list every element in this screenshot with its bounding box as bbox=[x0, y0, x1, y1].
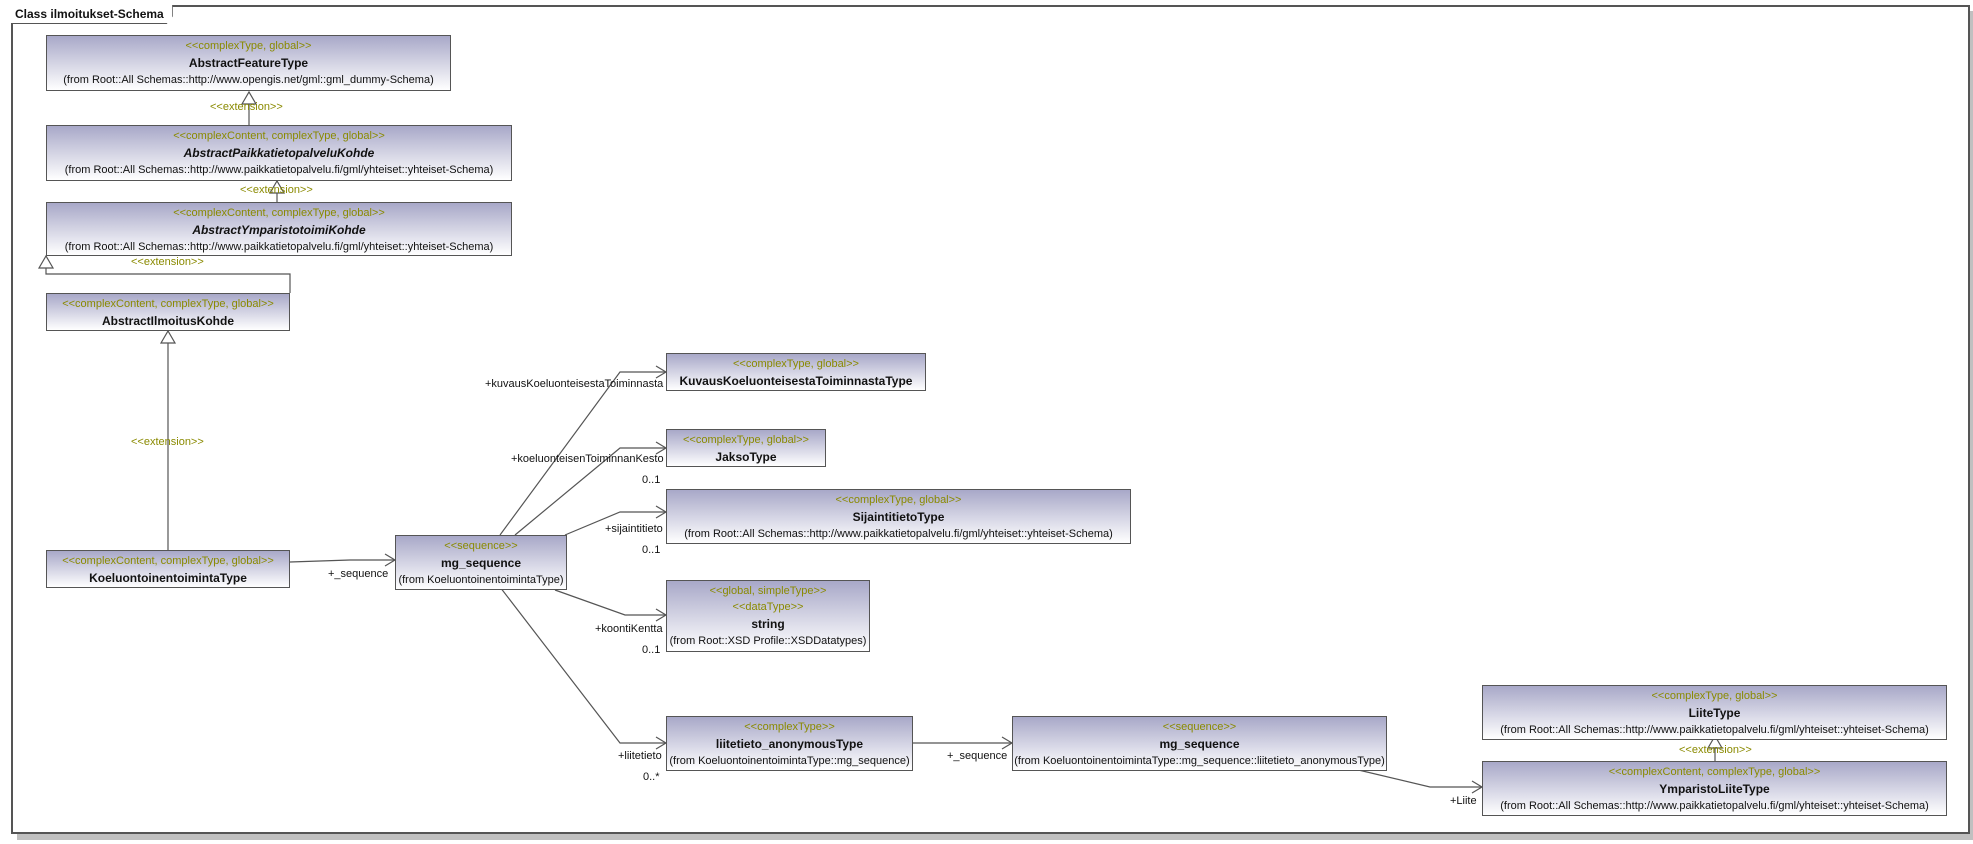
class-liite-type[interactable]: <<complexType, global>> LiiteType (from … bbox=[1482, 685, 1947, 740]
class-name: AbstractFeatureType bbox=[188, 56, 309, 70]
stereotype: <<complexContent, complexType, global>> bbox=[173, 130, 385, 142]
class-name: AbstractYmparistotoimiKohde bbox=[192, 223, 366, 237]
class-kuvaus-koeluonteisesta-toiminnasta-type[interactable]: <<complexType, global>> KuvausKoeluontei… bbox=[666, 353, 926, 391]
class-koeluontoinentoiminta-type[interactable]: <<complexContent, complexType, global>> … bbox=[46, 550, 290, 588]
role-kuvaus: +kuvausKoeluonteisestaToiminnasta bbox=[485, 378, 664, 390]
class-mg-sequence-2[interactable]: <<sequence>> mg_sequence (from Koeluonto… bbox=[1012, 716, 1387, 771]
stereotype: <<complexContent, complexType, global>> bbox=[62, 298, 274, 310]
class-string[interactable]: <<global, simpleType>> <<dataType>> stri… bbox=[666, 580, 870, 652]
stereotype: <<sequence>> bbox=[1162, 721, 1237, 733]
class-name: AbstractIlmoitusKohde bbox=[101, 314, 234, 328]
assoc-liitetieto-mgseq bbox=[913, 736, 1014, 750]
class-sijaintitieto-type[interactable]: <<complexType, global>> SijaintitietoTyp… bbox=[666, 489, 1131, 544]
stereotype: <<complexType, global>> bbox=[1651, 690, 1778, 702]
extension-label: <<extension>> bbox=[131, 256, 204, 268]
extension-label: <<extension>> bbox=[131, 436, 204, 448]
assoc-koontikentta bbox=[554, 589, 668, 622]
class-name: KoeluontoinentoimintaType bbox=[89, 571, 247, 585]
stereotype-datatype: <<dataType>> bbox=[732, 601, 804, 613]
stereotype: <<sequence>> bbox=[444, 540, 518, 552]
class-name: KuvausKoeluonteisestaToiminnastaType bbox=[679, 374, 913, 388]
class-name: string bbox=[751, 617, 785, 631]
stereotype: <<global, simpleType>> bbox=[709, 585, 827, 597]
class-origin: (from KoeluontoinentoimintaType::mg_sequ… bbox=[669, 755, 910, 767]
class-abstract-ilmoitus-kohde[interactable]: <<complexContent, complexType, global>> … bbox=[46, 293, 290, 331]
class-liitetieto-anonymous-type[interactable]: <<complexType>> liitetieto_anonymousType… bbox=[666, 716, 913, 771]
assoc-liite bbox=[1349, 767, 1484, 794]
stereotype: <<complexType, global>> bbox=[733, 358, 859, 370]
class-ymparisto-liite-type[interactable]: <<complexContent, complexType, global>> … bbox=[1482, 761, 1947, 816]
class-name: AbstractPaikkatietopalveluKohde bbox=[183, 146, 375, 160]
role-sijaintitieto: +sijaintitieto bbox=[605, 523, 663, 535]
multiplicity-liitetieto: 0..* bbox=[643, 771, 660, 783]
assoc-koeluontoinen-mgseq bbox=[289, 553, 397, 567]
class-origin: (from Root::All Schemas::http://www.paik… bbox=[1500, 724, 1929, 736]
class-origin: (from Root::All Schemas::http://www.paik… bbox=[64, 164, 494, 176]
extension-label: <<extension>> bbox=[1679, 744, 1752, 756]
class-name: mg_sequence bbox=[440, 556, 522, 570]
role-sequence: +_sequence bbox=[328, 568, 389, 580]
class-origin: (from KoeluontoinentoimintaType::mg_sequ… bbox=[1014, 755, 1385, 767]
multiplicity-sijaintitieto: 0..1 bbox=[642, 544, 661, 556]
role-liite: +Liite bbox=[1450, 795, 1477, 807]
class-name: YmparistoLiiteType bbox=[1659, 782, 1770, 796]
role-kesto: +koeluonteisenToiminnanKesto bbox=[511, 453, 664, 465]
assoc-liitetieto bbox=[499, 586, 668, 750]
class-name: LiiteType bbox=[1688, 706, 1741, 720]
class-abstract-feature-type[interactable]: <<complexType, global>> AbstractFeatureT… bbox=[46, 35, 451, 91]
class-mg-sequence[interactable]: <<sequence>> mg_sequence (from Koeluonto… bbox=[395, 535, 567, 590]
class-origin: (from Root::All Schemas::http://www.paik… bbox=[1500, 800, 1929, 812]
role-koontikentta: +koontiKentta bbox=[595, 623, 663, 635]
extension-label: <<extension>> bbox=[210, 101, 283, 113]
multiplicity-koontikentta: 0..1 bbox=[642, 644, 661, 656]
class-name: liitetieto_anonymousType bbox=[715, 737, 864, 751]
class-origin: (from Root::XSD Profile::XSDDatatypes) bbox=[669, 635, 867, 647]
multiplicity-kesto: 0..1 bbox=[642, 474, 661, 486]
stereotype: <<complexContent, complexType, global>> bbox=[1608, 766, 1821, 778]
stereotype: <<complexContent, complexType, global>> bbox=[62, 555, 274, 567]
diagram-title: Class ilmoitukset-Schema bbox=[11, 5, 173, 24]
class-jakso-type[interactable]: <<complexType, global>> JaksoType bbox=[666, 429, 826, 467]
assoc-kuvaus bbox=[499, 365, 668, 536]
role-liitetieto: +liitetieto bbox=[618, 750, 662, 762]
extension-label: <<extension>> bbox=[240, 184, 313, 196]
class-name: SijaintitietoType bbox=[852, 510, 945, 524]
class-origin: (from KoeluontoinentoimintaType) bbox=[398, 574, 564, 586]
stereotype: <<complexType, global>> bbox=[185, 40, 312, 52]
stereotype: <<complexType>> bbox=[744, 721, 835, 733]
role-sequence-2: +_sequence bbox=[947, 750, 1008, 762]
class-origin: (from Root::All Schemas::http://www.open… bbox=[63, 74, 434, 86]
class-origin: (from Root::All Schemas::http://www.paik… bbox=[64, 241, 494, 253]
class-origin: (from Root::All Schemas::http://www.paik… bbox=[684, 528, 1113, 540]
class-name: mg_sequence bbox=[1159, 737, 1240, 751]
class-abstract-ymparistotoimi-kohde[interactable]: <<complexContent, complexType, global>> … bbox=[46, 202, 512, 256]
stereotype: <<complexType, global>> bbox=[683, 434, 809, 446]
stereotype: <<complexContent, complexType, global>> bbox=[173, 207, 385, 219]
class-name: JaksoType bbox=[715, 450, 777, 464]
stereotype: <<complexType, global>> bbox=[835, 494, 962, 506]
class-abstract-paikkatietopalvelu-kohde[interactable]: <<complexContent, complexType, global>> … bbox=[46, 125, 512, 181]
